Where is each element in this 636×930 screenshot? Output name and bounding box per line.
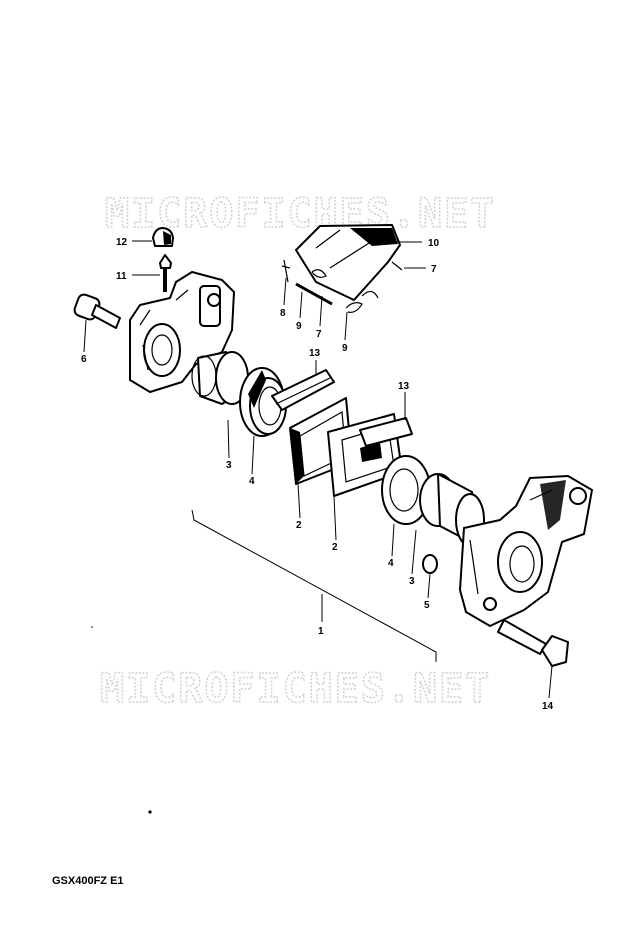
callout-12: 12	[116, 237, 128, 248]
caliper-body-left	[129, 271, 235, 393]
watermark-bottom: MICROFICHES.NET	[100, 666, 491, 712]
callout-9: 9	[342, 343, 348, 354]
stray-mark	[148, 810, 152, 814]
stray-mark	[91, 626, 93, 628]
callout-9: 9	[296, 321, 302, 332]
callout-8: 8	[280, 308, 286, 319]
model-code: GSX400FZ E1	[52, 875, 124, 887]
callout-10: 10	[428, 238, 440, 249]
callout-1: 1	[318, 626, 324, 637]
callout-3: 3	[409, 576, 415, 587]
leader-lines	[83, 240, 553, 699]
callout-3: 3	[226, 460, 232, 471]
bleeder-valve	[159, 254, 172, 292]
callout-13: 13	[309, 348, 321, 359]
callout-2: 2	[296, 520, 302, 531]
callout-4: 4	[249, 476, 255, 487]
caliper-bolt-right	[497, 619, 569, 667]
bleeder-cap	[152, 227, 174, 247]
callout-5: 5	[424, 600, 430, 611]
caliper-body-right	[459, 475, 593, 627]
bleeder-washer	[422, 554, 438, 574]
pad-shim-left	[271, 369, 335, 411]
callout-11: 11	[116, 271, 127, 282]
callout-7: 7	[431, 264, 437, 275]
callout-2: 2	[332, 542, 338, 553]
pad-pin-and-clips	[281, 259, 403, 313]
watermark-top: MICROFICHES.NET	[105, 191, 496, 237]
callout-13: 13	[398, 381, 410, 392]
assembly-bracket	[191, 509, 437, 662]
pad-cover	[295, 224, 401, 301]
pad-shim-right	[359, 417, 413, 447]
caliper-bolt-left	[73, 293, 121, 329]
callout-4: 4	[388, 558, 394, 569]
callout-14: 14	[542, 701, 554, 712]
callout-6: 6	[81, 354, 87, 365]
callout-7: 7	[316, 329, 322, 340]
